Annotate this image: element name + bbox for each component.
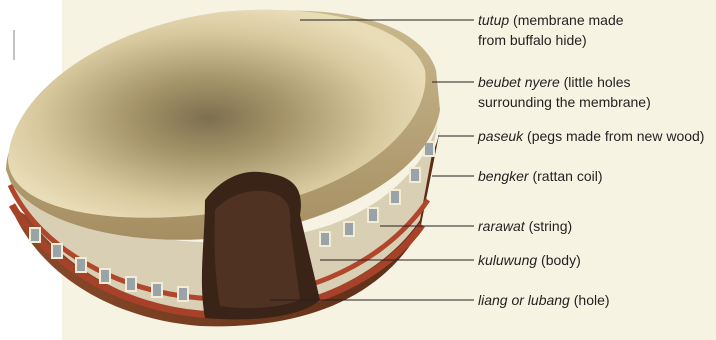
label-tutup-desc: (membrane made: [509, 12, 623, 28]
label-tutup: tutup (membrane made from buffalo hide): [478, 10, 624, 50]
label-paseuk-desc: (pegs made from new wood): [523, 128, 704, 144]
label-beubet-nyere: beubet nyere (little holes surrounding t…: [478, 72, 651, 112]
label-bengker-desc: (rattan coil): [529, 168, 603, 184]
label-paseuk-term: paseuk: [478, 128, 523, 144]
label-beubet-nyere-desc: (little holes: [560, 74, 631, 90]
label-bengker-term: bengker: [478, 168, 529, 184]
label-liang-term: liang or lubang: [478, 292, 570, 308]
label-paseuk: paseuk (pegs made from new wood): [478, 126, 704, 146]
label-rarawat: rarawat (string): [478, 216, 572, 236]
label-kuluwung-term: kuluwung: [478, 252, 537, 268]
label-beubet-nyere-term: beubet nyere: [478, 74, 560, 90]
label-liang-desc: (hole): [570, 292, 610, 308]
label-bengker: bengker (rattan coil): [478, 166, 603, 186]
label-rarawat-desc: (string): [525, 218, 572, 234]
label-beubet-nyere-desc-2: surrounding the membrane): [478, 94, 651, 110]
label-kuluwung: kuluwung (body): [478, 250, 581, 270]
label-liang-or-lubang: liang or lubang (hole): [478, 290, 610, 310]
label-tutup-desc-2: from buffalo hide): [478, 32, 587, 48]
label-tutup-term: tutup: [478, 12, 509, 28]
label-rarawat-term: rarawat: [478, 218, 525, 234]
label-kuluwung-desc: (body): [537, 252, 581, 268]
